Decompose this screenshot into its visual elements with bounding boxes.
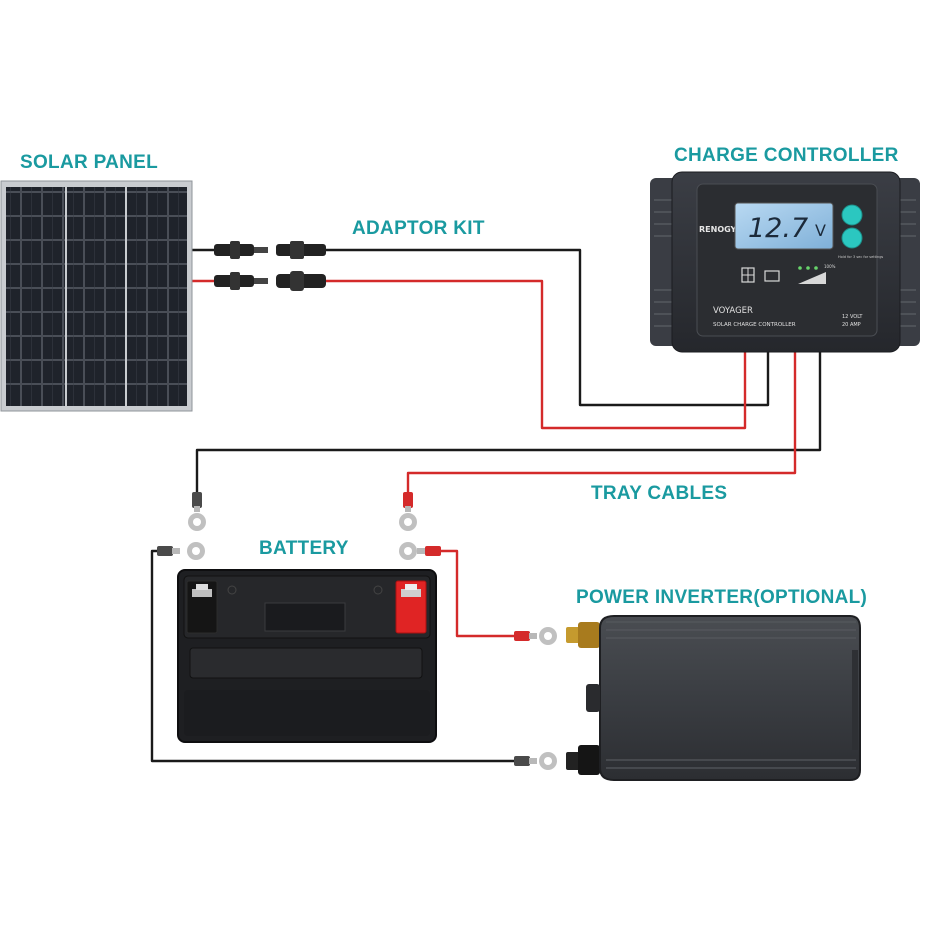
ring-terminal-battery-negative-top — [188, 492, 206, 531]
battery-positive-tray-cable — [406, 348, 797, 497]
inverter-negative-terminal — [566, 752, 580, 770]
battery-negative-tray-cable — [195, 348, 822, 497]
controller-button-down[interactable] — [841, 227, 863, 249]
controller-voltage: 12 VOLT — [842, 314, 863, 320]
controller-hint: Hold for 3 sec for settings — [838, 255, 883, 259]
battery-indicator-icon — [764, 270, 780, 282]
controller-display-unit: V — [815, 221, 826, 240]
ring-terminal-battery-negative-left — [157, 542, 205, 560]
inverter-negative-cable — [150, 549, 520, 763]
controller-brand: RENOGY — [699, 225, 737, 234]
controller-amperage: 20 AMP — [842, 322, 861, 328]
mc4-connector-negative-right — [276, 241, 326, 259]
charge-controller-label: CHARGE CONTROLLER — [674, 145, 899, 166]
controller-button-up[interactable] — [841, 204, 863, 226]
adaptor-kit-connectors — [214, 241, 326, 291]
solar-panel — [0, 180, 193, 412]
mc4-connector-negative-left — [214, 241, 268, 259]
mc4-connector-positive-left — [214, 272, 268, 290]
wires — [150, 248, 822, 763]
controller-subtitle: SOLAR CHARGE CONTROLLER — [713, 322, 796, 328]
inverter-positive-cable — [438, 549, 520, 638]
adaptor-kit-label: ADAPTOR KIT — [352, 218, 485, 239]
solar-negative-wire — [188, 248, 770, 407]
ring-terminal-battery-positive-right — [399, 542, 441, 560]
battery — [177, 569, 437, 743]
ring-terminal-inverter-negative — [514, 752, 557, 770]
ring-terminal-inverter-positive — [514, 627, 557, 645]
power-inverter-label: POWER INVERTER(OPTIONAL) — [576, 587, 868, 608]
solar-positive-wire — [188, 279, 747, 430]
controller-display-value: 12.7 — [748, 213, 808, 244]
power-inverter — [566, 615, 861, 781]
mc4-connector-positive-right — [276, 271, 326, 291]
tray-cables-label: TRAY CABLES — [591, 483, 728, 504]
inverter-positive-terminal — [566, 627, 580, 643]
controller-level: 100% — [824, 264, 836, 269]
charge-controller: RENOGY 12.7 V Hold for 3 sec for setting… — [650, 171, 920, 353]
battery-label: BATTERY — [259, 538, 349, 559]
controller-model: VOYAGER — [713, 306, 753, 316]
charge-level-icon — [798, 272, 826, 284]
solar-panel-label: SOLAR PANEL — [20, 152, 159, 173]
ring-terminals — [157, 492, 557, 770]
ring-terminal-battery-positive-top — [399, 492, 417, 531]
